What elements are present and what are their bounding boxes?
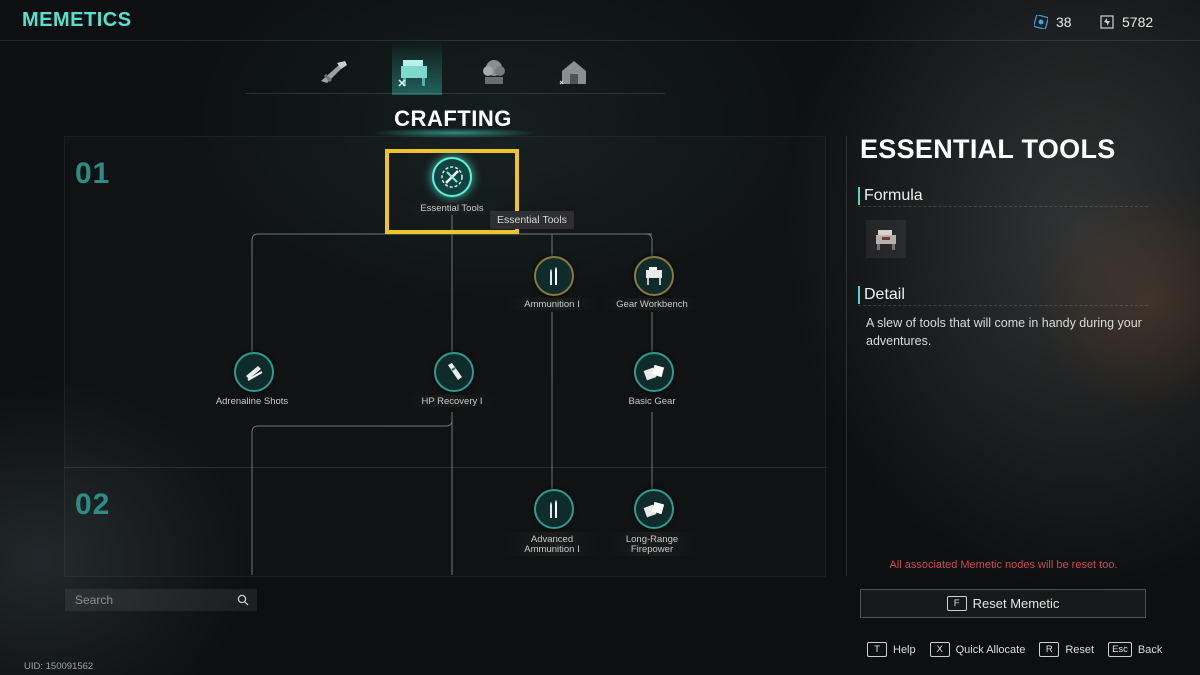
search-input[interactable] xyxy=(73,592,217,608)
node-basic-gear[interactable] xyxy=(634,352,674,392)
screen-title: MEMETICS xyxy=(22,9,132,31)
memetic-point-icon xyxy=(1034,15,1048,29)
node-label-line: Firepower xyxy=(630,544,674,555)
hint-help[interactable]: T Help xyxy=(867,642,916,657)
formula-item[interactable] xyxy=(866,220,906,258)
hint-back[interactable]: Esc Back xyxy=(1108,642,1162,657)
key-f: F xyxy=(946,596,967,611)
reset-memetic-button[interactable]: F Reset Memetic xyxy=(860,589,1146,618)
category-tabs xyxy=(300,52,660,92)
currency-b: 5782 xyxy=(1100,14,1153,30)
tab-plant[interactable] xyxy=(472,52,516,92)
selection-highlight xyxy=(385,149,519,234)
gear-kit-icon xyxy=(643,364,665,381)
search-icon[interactable] xyxy=(237,594,249,606)
reset-memetic-label: Reset Memetic xyxy=(972,596,1060,611)
tab-building[interactable] xyxy=(552,52,596,92)
detail-title: ESSENTIAL TOOLS xyxy=(860,134,1116,164)
label-plate xyxy=(402,203,502,215)
node-label-line: Long-Range xyxy=(625,534,679,545)
node-hp-recovery-1[interactable] xyxy=(434,352,474,392)
currency-a-value: 38 xyxy=(1056,14,1072,30)
section-title-glow xyxy=(370,128,540,138)
tier-panel-2 xyxy=(64,467,826,577)
reset-warning: All associated Memetic nodes will be res… xyxy=(889,559,1118,571)
node-advanced-ammunition-1[interactable] xyxy=(534,489,574,529)
node-label-line: Ammunition I xyxy=(524,544,580,555)
node-label-essential-tools: Essential Tools xyxy=(420,203,484,214)
node-gear-workbench[interactable] xyxy=(634,256,674,296)
building-icon xyxy=(559,61,586,85)
key-t: T xyxy=(867,642,887,657)
hint-help-label: Help xyxy=(893,643,916,656)
detail-divider-line xyxy=(858,305,1148,307)
label-plate xyxy=(407,395,497,407)
node-label-basic-gear: Basic Gear xyxy=(628,396,676,407)
label-plate xyxy=(603,298,701,310)
node-label-gear-workbench: Gear Workbench xyxy=(616,299,688,310)
currency-a: 38 xyxy=(1034,14,1072,30)
tab-workbench[interactable] xyxy=(392,52,436,92)
node-label-adrenaline-shots: Adrenaline Shots xyxy=(215,396,289,407)
node-tooltip: Essential Tools xyxy=(490,211,574,229)
key-hints: T Help X Quick Allocate R Reset Esc Back xyxy=(867,642,1162,657)
hint-back-label: Back xyxy=(1137,643,1163,656)
tabs-divider xyxy=(245,93,665,94)
medkit-icon xyxy=(448,363,462,380)
node-label-ammunition-1: Ammunition I xyxy=(524,299,580,310)
tier-label-2: 02 xyxy=(75,488,111,521)
rifle-kit-icon xyxy=(643,501,665,518)
node-label-hp-recovery-1: HP Recovery I xyxy=(421,396,483,407)
detail-description: A slew of tools that will come in handy … xyxy=(866,316,1142,348)
node-long-range-firepower[interactable] xyxy=(634,489,674,529)
ammunition-icon xyxy=(550,500,557,518)
key-x: X xyxy=(929,642,950,657)
tab-weapon[interactable] xyxy=(312,52,356,92)
workbench-icon xyxy=(398,60,427,87)
hint-reset[interactable]: R Reset xyxy=(1039,642,1094,657)
hint-reset-label: Reset xyxy=(1065,643,1095,656)
ammunition-icon xyxy=(550,267,557,285)
node-label-line: Advanced xyxy=(530,534,574,545)
section-title: CRAFTING xyxy=(394,106,512,131)
search-box xyxy=(65,589,257,611)
label-plate xyxy=(507,298,597,310)
key-r: R xyxy=(1039,642,1060,657)
label-plate xyxy=(502,532,602,556)
header-divider xyxy=(0,40,1200,41)
node-adrenaline-shots[interactable] xyxy=(234,352,274,392)
hint-quick-allocate[interactable]: X Quick Allocate xyxy=(929,642,1026,657)
plant-icon xyxy=(483,60,505,84)
node-label-advanced-ammunition-1: Advanced Ammunition I xyxy=(487,535,617,555)
formula-heading: Formula xyxy=(858,187,923,205)
weapon-icon xyxy=(321,61,347,83)
workbench-material-icon xyxy=(876,230,896,250)
workbench-icon xyxy=(646,267,662,285)
node-ammunition-1[interactable] xyxy=(534,256,574,296)
key-esc: Esc xyxy=(1108,642,1132,657)
hint-quick-allocate-label: Quick Allocate xyxy=(955,643,1026,656)
detail-heading: Detail xyxy=(858,286,905,304)
formula-divider xyxy=(858,206,1148,208)
user-id: UID: 150091562 xyxy=(24,661,94,672)
node-essential-tools[interactable] xyxy=(432,157,472,197)
energy-icon xyxy=(1100,15,1114,29)
node-label-long-range-firepower: Long-Range Firepower xyxy=(587,535,717,555)
label-plate xyxy=(605,532,700,556)
detail-divider xyxy=(846,136,847,576)
syringe-icon xyxy=(246,366,263,381)
tier-panel-1 xyxy=(64,136,826,468)
currency-b-value: 5782 xyxy=(1122,14,1154,30)
tools-icon xyxy=(441,166,463,188)
tier-label-1: 01 xyxy=(75,157,111,190)
